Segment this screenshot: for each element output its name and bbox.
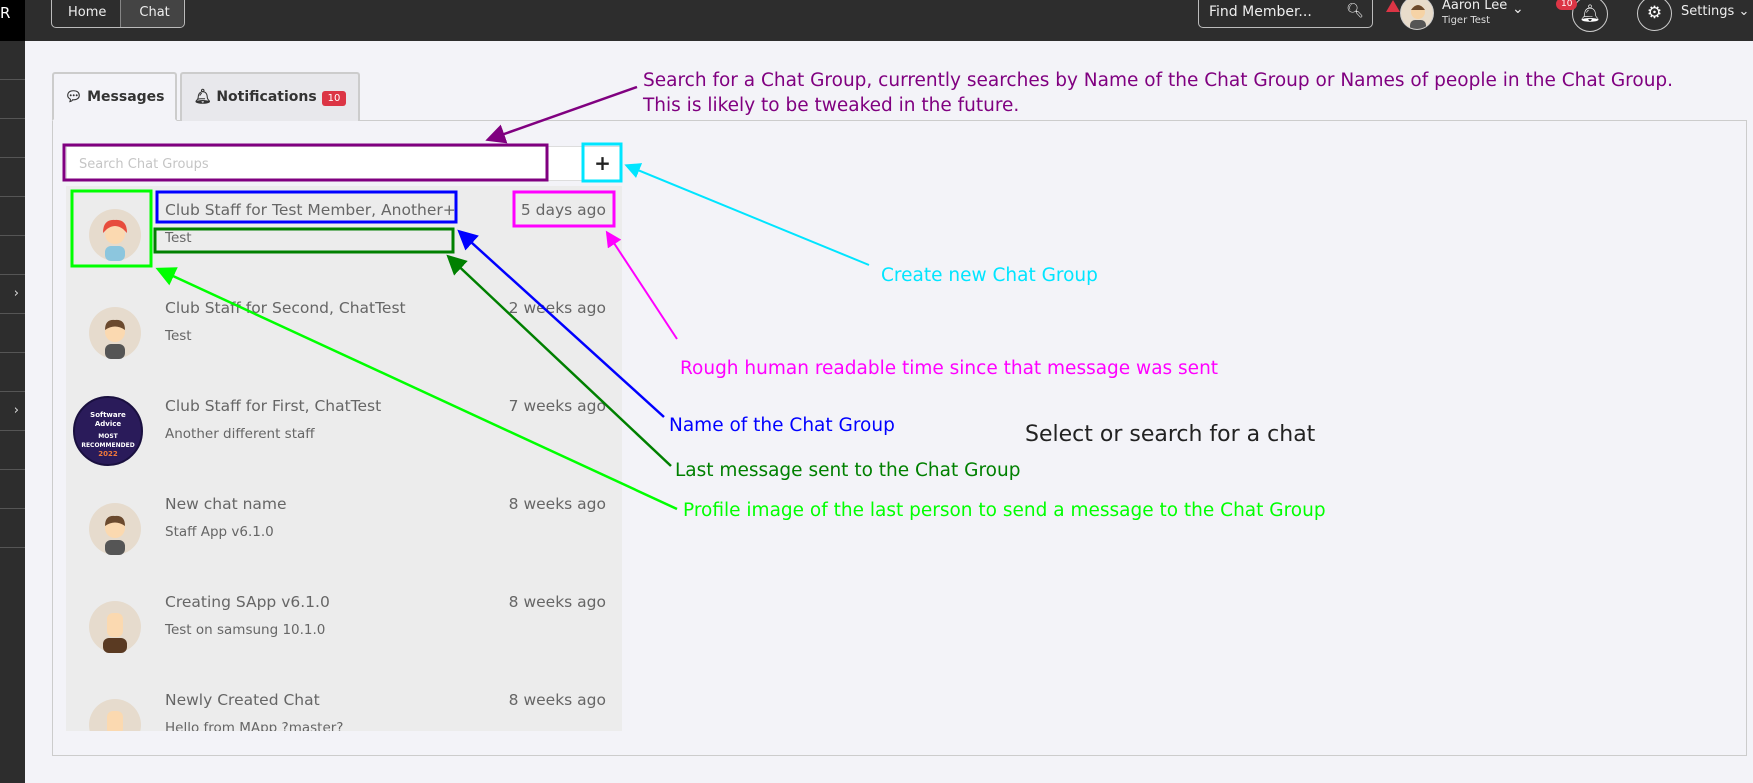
avatar-image: [89, 503, 141, 555]
last-message: Test: [165, 328, 192, 344]
sidebar-item-expandable[interactable]: ›: [0, 392, 25, 431]
sidebar-item[interactable]: [0, 236, 25, 275]
last-message: Staff App v6.1.0: [165, 524, 274, 540]
chat-group-list: Club Staff for Test Member, Another+ Test…: [66, 186, 622, 731]
time-since: 8 weeks ago: [508, 593, 606, 611]
sidebar-item[interactable]: [0, 470, 25, 509]
user-org: Tiger Test: [1442, 15, 1491, 26]
last-message: Test: [165, 230, 192, 246]
search-chat-groups-input[interactable]: Search Chat Groups: [66, 146, 583, 181]
annotation-create: Create new Chat Group: [881, 265, 1098, 286]
chat-group-name: Club Staff for Test Member, Another+: [165, 201, 456, 219]
sidebar-item[interactable]: [0, 353, 25, 392]
sidebar-item[interactable]: [0, 431, 25, 470]
user-avatar[interactable]: [1400, 0, 1434, 30]
sidebar-item[interactable]: [0, 314, 25, 353]
chat-group-name: New chat name: [165, 495, 287, 513]
gear-icon: ⚙: [1646, 3, 1663, 23]
settings-label[interactable]: Settings ⌄: [1681, 4, 1750, 19]
bell-icon: 🔔︎: [193, 89, 212, 105]
chat-group-name: Club Staff for Second, ChatTest: [165, 299, 406, 317]
sidebar-item-expandable[interactable]: ›: [0, 275, 25, 314]
notifications-bell-button[interactable]: 🔔︎: [1572, 0, 1608, 32]
time-since: 8 weeks ago: [508, 691, 606, 709]
last-message: Test on samsung 10.1.0: [165, 622, 326, 638]
time-since: 5 days ago: [520, 201, 606, 219]
empty-state-message: Select or search for a chat: [1025, 422, 1316, 447]
comments-icon: 💬︎: [64, 89, 83, 105]
chevron-down-icon[interactable]: ⌄: [1512, 1, 1524, 17]
avatar-image: [89, 209, 141, 261]
chevron-right-icon: ›: [13, 403, 19, 418]
find-member-input[interactable]: Find Member...🔍︎: [1198, 0, 1373, 28]
chevron-down-icon: ⌄: [1738, 4, 1750, 19]
warning-icon: [1386, 0, 1400, 12]
avatar: [89, 503, 141, 555]
breadcrumb-home[interactable]: Home: [68, 5, 107, 20]
avatar: [89, 699, 141, 731]
annotation-search-line1: Search for a Chat Group, currently searc…: [643, 70, 1674, 91]
user-name[interactable]: Aaron Lee: [1442, 0, 1508, 13]
time-since: 8 weeks ago: [508, 495, 606, 513]
sidebar-item[interactable]: [0, 119, 25, 158]
sidebar: › ›: [0, 41, 25, 783]
tab-notifications[interactable]: 🔔︎ Notifications 10: [180, 72, 360, 121]
breadcrumb-chat[interactable]: Chat: [120, 0, 184, 27]
sidebar-item[interactable]: [0, 41, 25, 80]
annotation-search-line2: This is likely to be tweaked in the futu…: [643, 95, 1020, 116]
sidebar-item[interactable]: [0, 158, 25, 197]
avatar: [89, 307, 141, 359]
chat-group-name: Creating SApp v6.1.0: [165, 593, 330, 611]
chevron-right-icon: ›: [13, 286, 19, 301]
search-icon: 🔍︎: [1346, 3, 1364, 19]
annotation-avatar: Profile image of the last person to send…: [683, 500, 1326, 521]
bell-icon: 🔔︎: [1579, 4, 1601, 24]
annotation-name: Name of the Chat Group: [669, 415, 895, 436]
avatar-image: [1410, 5, 1426, 29]
top-bar: [0, 0, 1753, 41]
avatar-image: [89, 601, 141, 653]
avatar-image: [89, 307, 141, 359]
sidebar-item[interactable]: [0, 197, 25, 236]
time-since: 2 weeks ago: [508, 299, 606, 317]
avatar: [89, 601, 141, 653]
sidebar-item[interactable]: [0, 509, 25, 548]
notifications-badge: 10: [321, 91, 347, 106]
sidebar-item[interactable]: [0, 80, 25, 119]
notification-count-badge: 10: [1556, 0, 1578, 10]
annotation-last: Last message sent to the Chat Group: [675, 460, 1021, 481]
breadcrumb: Home Chat: [51, 0, 185, 28]
tab-messages[interactable]: 💬︎ Messages: [52, 72, 177, 121]
annotation-time: Rough human readable time since that mes…: [680, 358, 1219, 379]
settings-button[interactable]: ⚙: [1637, 0, 1672, 31]
last-message: Hello from MApp ?master?: [165, 720, 344, 731]
chat-panel: [52, 120, 1747, 756]
time-since: 7 weeks ago: [508, 397, 606, 415]
chat-group-row[interactable]: Club Staff for Test Member, Another+ Test…: [66, 186, 622, 284]
logo[interactable]: R: [0, 0, 25, 41]
avatar-image: [89, 699, 141, 731]
chat-group-name: Newly Created Chat: [165, 691, 320, 709]
chat-group-name: Club Staff for First, ChatTest: [165, 397, 382, 415]
last-message: Another different staff: [165, 426, 315, 442]
create-chat-group-button[interactable]: +: [583, 146, 622, 181]
avatar: [89, 209, 141, 261]
